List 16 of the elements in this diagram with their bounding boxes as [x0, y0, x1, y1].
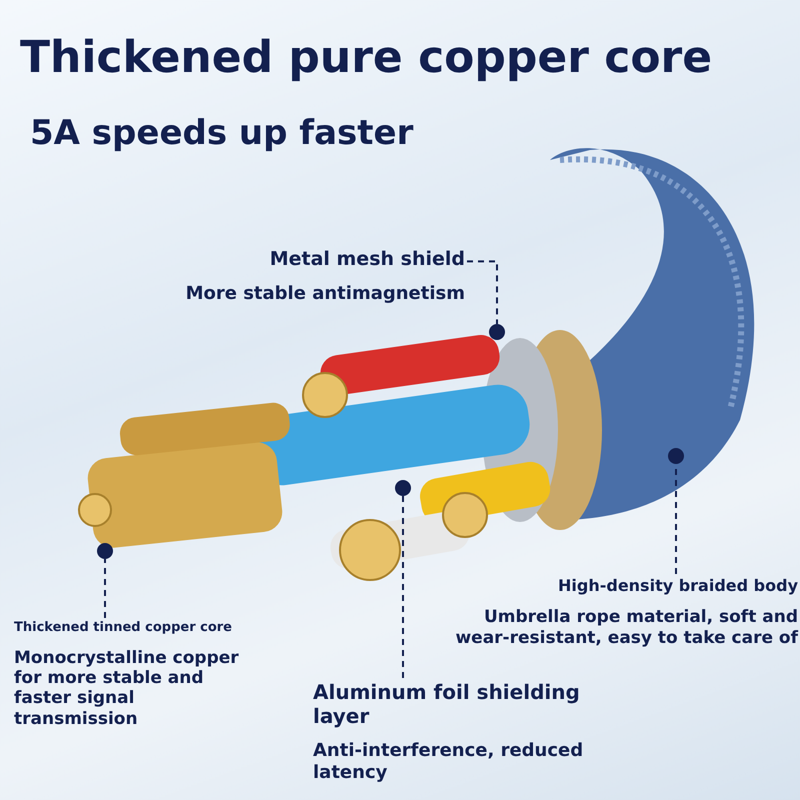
callout-heading: Metal mesh shield	[268, 248, 465, 271]
callout-heading: Aluminum foil shielding layer	[313, 680, 581, 728]
callout-description: Umbrella rope material, soft and wear-resistant, easy to take care of	[454, 607, 798, 648]
callout-description: More stable antimagnetism	[184, 282, 465, 304]
callout-heading: Thickened tinned copper core	[14, 620, 233, 636]
callout-heading: High-density braided body	[557, 576, 798, 596]
callout-description: Monocrystalline copper for more stable and faster signal transmission	[14, 648, 240, 730]
subtitle: 5A speeds up faster	[30, 113, 414, 153]
callout-description: Anti-interference, reduced latency	[313, 740, 584, 784]
leader-line	[467, 260, 498, 324]
title: Thickened pure copper core	[20, 32, 712, 83]
callout-dot	[489, 324, 505, 340]
callout-dot	[395, 480, 411, 496]
leader-line	[104, 559, 106, 618]
callout-dot	[97, 543, 113, 559]
leader-line	[402, 496, 404, 678]
